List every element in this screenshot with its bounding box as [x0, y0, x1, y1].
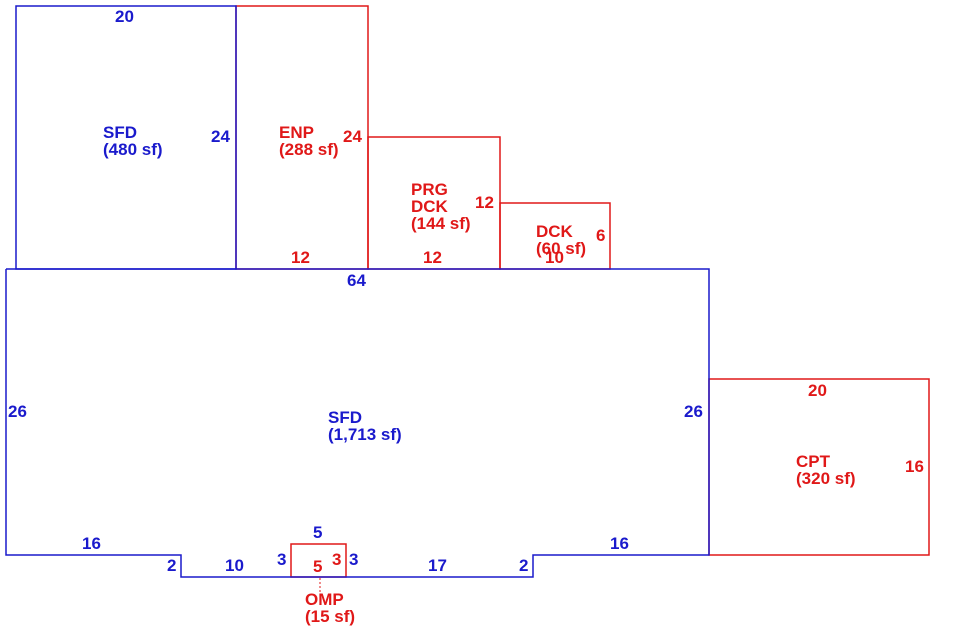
dim-sfd-upper-top: 20: [115, 7, 134, 26]
sfd-upper-label: SFD: [103, 123, 137, 142]
dim-enp-bottom: 12: [291, 248, 310, 267]
dim-omp-right-inner: 3: [332, 550, 341, 569]
enp-label: ENP: [279, 123, 314, 142]
dim-notch-left-step: 2: [167, 556, 176, 575]
dim-omp-top: 5: [313, 523, 322, 542]
dim-omp-right-outer: 3: [349, 550, 358, 569]
sfd-main-outline: [5, 268, 710, 578]
dim-main-top: 64: [347, 271, 366, 290]
prg-dck-label-line1: PRG: [411, 180, 448, 199]
sfd-main-area: (1,713 sf): [328, 425, 402, 444]
dim-main-right: 26: [684, 402, 703, 421]
dim-main-bottom-left: 16: [82, 534, 101, 553]
dim-sfd-upper-right: 24: [211, 127, 230, 146]
cpt-area: (320 sf): [796, 469, 856, 488]
enp-area: (288 sf): [279, 140, 339, 159]
sfd-upper-area: (480 sf): [103, 140, 163, 159]
dim-cpt-top: 20: [808, 381, 827, 400]
sfd-main-label: SFD: [328, 408, 362, 427]
dim-bottom-left-run: 10: [225, 556, 244, 575]
dim-omp-left-outer: 3: [277, 550, 286, 569]
dck-area: (60 sf): [536, 239, 586, 258]
dim-prg-bottom: 12: [423, 248, 442, 267]
prg-dck-area: (144 sf): [411, 214, 471, 233]
dim-omp-bottom: 5: [313, 557, 322, 576]
cpt-label: CPT: [796, 452, 831, 471]
omp-label: OMP: [305, 590, 344, 609]
dim-main-bottom-right: 16: [610, 534, 629, 553]
omp-area: (15 sf): [305, 607, 355, 626]
dim-prg-right: 12: [475, 193, 494, 212]
dim-main-left: 26: [8, 402, 27, 421]
dim-cpt-right: 16: [905, 457, 924, 476]
dck-label: DCK: [536, 222, 574, 241]
dim-notch-right-step: 2: [519, 556, 528, 575]
dim-enp-right: 24: [343, 127, 362, 146]
dim-dck-right: 6: [596, 226, 605, 245]
dim-bottom-right-run: 17: [428, 556, 447, 575]
dim-dck-bottom: 10: [545, 248, 564, 267]
prg-dck-label-line2: DCK: [411, 197, 449, 216]
